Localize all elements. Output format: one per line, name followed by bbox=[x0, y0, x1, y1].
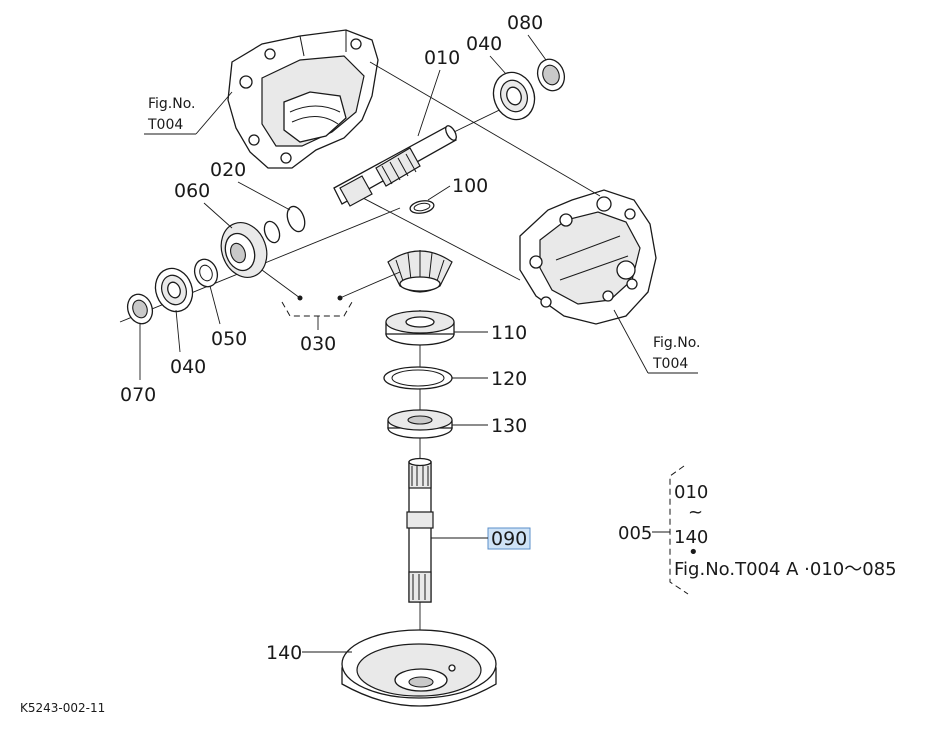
upper-gear-case bbox=[227, 29, 379, 169]
label-090: 090 bbox=[491, 528, 527, 550]
fig-ref-upper-line1: Fig.No. bbox=[148, 96, 196, 112]
part-020-ring bbox=[263, 205, 306, 244]
part-100-snap-ring bbox=[409, 200, 435, 214]
part-110-bearing bbox=[385, 310, 455, 346]
label-090-highlight bbox=[487, 527, 531, 550]
assembly-to: 140 bbox=[674, 527, 708, 548]
part-070-oil-seal bbox=[126, 293, 154, 325]
label-050: 050 bbox=[211, 328, 247, 350]
fig-ref-lower-line2: T004 bbox=[652, 356, 688, 372]
label-080: 080 bbox=[507, 12, 543, 34]
label-040-lower: 040 bbox=[170, 356, 206, 378]
part-060-bevel-gear bbox=[220, 222, 268, 278]
assembly-tilde: ~ bbox=[688, 502, 703, 523]
label-010: 010 bbox=[424, 47, 460, 69]
fig-ref-upper: Fig.No. T004 bbox=[144, 91, 233, 135]
part-140-pulley bbox=[341, 629, 497, 707]
label-120: 120 bbox=[491, 368, 527, 390]
part-010-shaft bbox=[333, 125, 457, 207]
assembly-ref: Fig.No.T004 A ·010～085 bbox=[674, 559, 897, 580]
label-040-upper: 040 bbox=[466, 33, 502, 55]
fig-ref-upper-line2: T004 bbox=[147, 117, 183, 133]
part-080-oil-seal bbox=[536, 58, 566, 92]
label-140: 140 bbox=[266, 642, 302, 664]
label-070: 070 bbox=[120, 384, 156, 406]
assembly-dot: • bbox=[688, 542, 699, 563]
fig-ref-lower: Fig.No. T004 bbox=[613, 309, 701, 374]
label-030: 030 bbox=[300, 333, 336, 355]
part-040-bearing-upper bbox=[492, 71, 536, 121]
label-060: 060 bbox=[174, 180, 210, 202]
label-110: 110 bbox=[491, 322, 527, 344]
part-050-washer bbox=[193, 258, 219, 288]
callout-030-group: 030 bbox=[261, 269, 401, 355]
label-020: 020 bbox=[210, 159, 246, 181]
drawing-code: K5243-002-11 bbox=[20, 701, 105, 715]
part-090-vertical-shaft bbox=[406, 457, 434, 603]
part-130-seal bbox=[387, 409, 453, 439]
assembly-note: 005 010 ~ 140 • Fig.No.T004 A ·010～085 bbox=[618, 465, 897, 595]
lower-gear-case bbox=[519, 189, 657, 325]
assembly-parent: 005 bbox=[618, 523, 652, 544]
part-120-shim bbox=[383, 366, 453, 390]
label-100: 100 bbox=[452, 175, 488, 197]
vertical-bevel-gear bbox=[387, 250, 453, 293]
label-130: 130 bbox=[491, 415, 527, 437]
assembly-from: 010 bbox=[674, 482, 708, 503]
fig-ref-lower-line1: Fig.No. bbox=[653, 335, 701, 351]
part-040-bearing-lower bbox=[154, 267, 194, 313]
